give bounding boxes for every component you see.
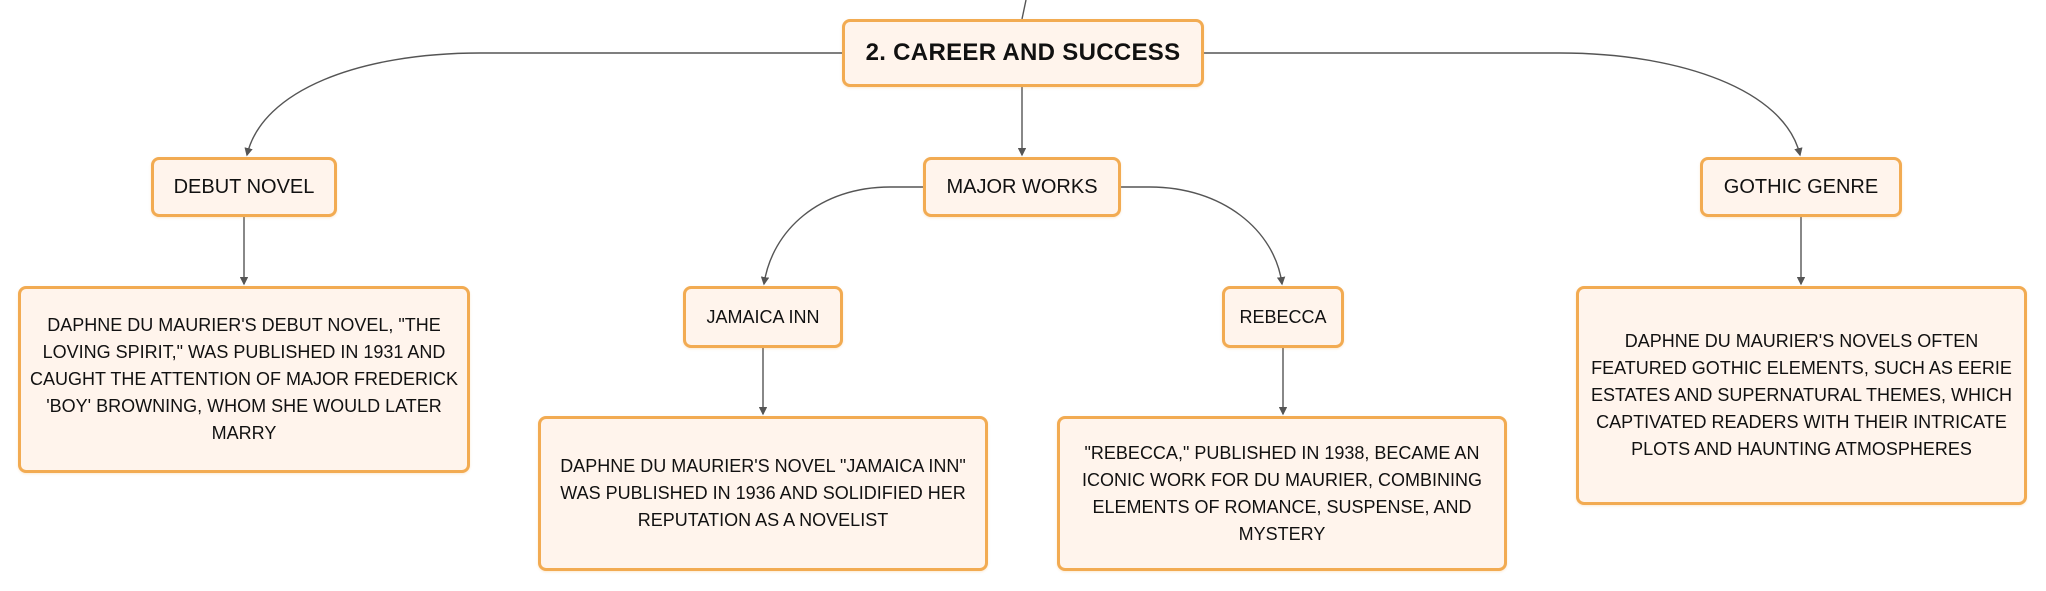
root-node[interactable]: 2. CAREER AND SUCCESS xyxy=(842,19,1204,87)
debut-novel-detail-node[interactable]: DAPHNE DU MAURIER'S DEBUT NOVEL, "THE LO… xyxy=(18,286,470,473)
gothic-genre-detail-node[interactable]: DAPHNE DU MAURIER'S NOVELS OFTEN FEATURE… xyxy=(1576,286,2027,505)
gothic-genre-node[interactable]: GOTHIC GENRE xyxy=(1700,157,1902,217)
jamaica-inn-detail-node[interactable]: DAPHNE DU MAURIER'S NOVEL "JAMAICA INN" … xyxy=(538,416,988,571)
connector-major-jamaica xyxy=(760,186,923,286)
rebecca-detail-text: "REBECCA," PUBLISHED IN 1938, BECAME AN … xyxy=(1082,442,1482,544)
connector-root-debut xyxy=(244,52,842,157)
rebecca-detail-node[interactable]: "REBECCA," PUBLISHED IN 1938, BECAME AN … xyxy=(1057,416,1507,571)
connector-parent-root xyxy=(1021,0,1027,20)
gothic-genre-detail-text: DAPHNE DU MAURIER'S NOVELS OFTEN FEATURE… xyxy=(1590,331,2013,459)
jamaica-inn-node[interactable]: JAMAICA INN xyxy=(683,286,843,348)
rebecca-label: REBECCA xyxy=(1239,306,1327,327)
major-works-node[interactable]: MAJOR WORKS xyxy=(923,157,1121,217)
connector-root-gothic xyxy=(1204,52,1803,157)
jamaica-inn-label: JAMAICA INN xyxy=(706,306,820,327)
debut-novel-detail-text: DAPHNE DU MAURIER'S DEBUT NOVEL, "THE LO… xyxy=(29,315,459,443)
rebecca-node[interactable]: REBECCA xyxy=(1222,286,1344,348)
jamaica-inn-detail-text: DAPHNE DU MAURIER'S NOVEL "JAMAICA INN" … xyxy=(560,456,966,530)
connector-major-rebecca xyxy=(1121,186,1286,286)
major-works-label: MAJOR WORKS xyxy=(946,175,1098,198)
gothic-genre-label: GOTHIC GENRE xyxy=(1723,175,1879,198)
debut-novel-label: DEBUT NOVEL xyxy=(173,175,315,198)
debut-novel-node[interactable]: DEBUT NOVEL xyxy=(151,157,337,217)
root-node-label: 2. CAREER AND SUCCESS xyxy=(865,39,1181,66)
